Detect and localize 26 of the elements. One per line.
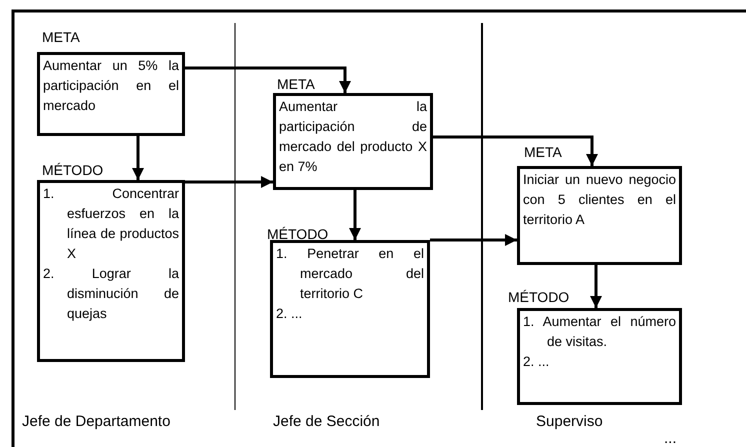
column-label: Jefe de Sección: [273, 413, 380, 430]
list-item: 2. Lograr la disminución de quejas: [43, 265, 179, 323]
list-item: 2. ...: [276, 305, 304, 323]
box-text: Iniciar un nuevo negocio con 5 clientes en el territorio A: [523, 171, 676, 229]
heading-label: META: [524, 144, 562, 160]
box-text: Aumentar un 5% la participación en el mercado: [43, 57, 179, 115]
heading-label: MÉTODO: [42, 162, 104, 178]
list-item: 1. Penetrar en el mercado del territorio C: [276, 245, 424, 303]
heading-label: META: [42, 29, 80, 45]
heading-label: META: [277, 76, 315, 92]
arrow: [430, 234, 517, 246]
list-item: 1. Aumentar el número de visitas.: [523, 313, 676, 351]
heading-label: MÉTODO: [267, 226, 328, 242]
arrow: [349, 190, 361, 240]
column-label: Jefe de Departamento: [22, 413, 170, 430]
arrow: [185, 176, 273, 188]
arrow: [185, 66, 351, 93]
arrow: [590, 265, 602, 308]
arrow: [132, 136, 144, 180]
arrow: [433, 136, 598, 166]
column-label: Superviso: [536, 413, 603, 430]
list-item: 2. ...: [523, 353, 550, 371]
box-text: Aumentar la participación de mercado del producto X en 7%: [279, 98, 427, 176]
ellipsis-label: ...: [664, 430, 677, 447]
heading-label: MÉTODO: [508, 289, 570, 305]
list-item: 1. Concentrar esfuerzos en la línea de productos X: [43, 185, 179, 263]
